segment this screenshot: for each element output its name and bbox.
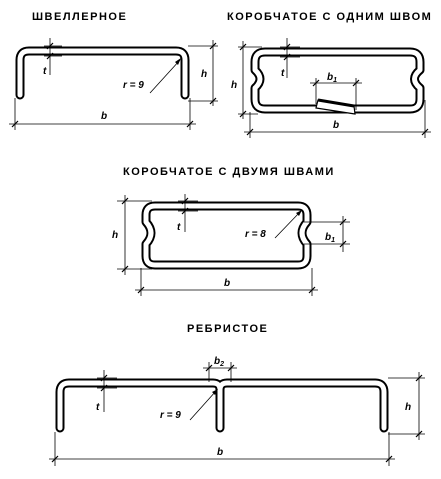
- channel-r-label: r = 9: [123, 80, 144, 91]
- box-two-seams-b1-label: b1: [325, 232, 335, 244]
- box-two-seams-t-label: t: [177, 222, 181, 233]
- ribbed-b-label: b: [217, 447, 223, 458]
- ribbed-thickness-dimension: t: [96, 370, 117, 413]
- box-one-seam-t-label: t: [281, 68, 285, 79]
- channel-title: ШВЕЛЛЕРНОЕ: [32, 11, 127, 23]
- box-one-seam-width-dimension: b: [244, 100, 431, 138]
- channel-diagram: ШВЕЛЛЕРНОЕ t r = 9 h: [9, 11, 218, 130]
- box-two-seams-diagram: КОРОБЧАТОЕ С ДВУМЯ ШВАМИ t r = 8 h: [112, 166, 350, 296]
- box-two-seams-r-label: r = 8: [245, 229, 266, 240]
- box-two-seams-b-label: b: [224, 278, 230, 289]
- box-two-seams-radius-callout: r = 8: [245, 210, 302, 240]
- ribbed-r-label: r = 9: [160, 410, 181, 421]
- ribbed-h-label: h: [405, 402, 411, 413]
- ribbed-b2-dimension: b2: [203, 356, 237, 382]
- box-two-seams-height-dimension: h: [112, 195, 152, 275]
- box-two-seams-title: КОРОБЧАТОЕ С ДВУМЯ ШВАМИ: [123, 166, 335, 178]
- box-two-seams-thickness-dimension: t: [177, 194, 198, 233]
- channel-radius-callout: r = 9: [123, 58, 181, 94]
- channel-b-label: b: [101, 111, 107, 122]
- box-two-seams-h-label: h: [112, 230, 118, 241]
- ribbed-width-dimension: b: [49, 432, 395, 466]
- ribbed-title: РЕБРИСТОЕ: [187, 323, 268, 335]
- ribbed-profile: [55, 378, 389, 433]
- box-one-seam-diagram: КОРОБЧАТОЕ С ОДНИМ ШВОМ t b1: [227, 11, 432, 138]
- channel-height-dimension: h: [188, 40, 218, 106]
- box-one-seam-height-dimension: h: [231, 41, 262, 119]
- channel-profile: [15, 46, 190, 100]
- box-two-seams-width-dimension: b: [135, 268, 318, 296]
- box-one-seam-b-label: b: [333, 120, 339, 131]
- box-one-seam-title: КОРОБЧАТОЕ С ОДНИМ ШВОМ: [227, 11, 432, 23]
- box-one-seam-profile: [250, 47, 425, 115]
- channel-t-label: t: [43, 66, 47, 77]
- ribbed-height-dimension: h: [388, 372, 425, 440]
- box-one-seam-h-label: h: [231, 80, 237, 91]
- box-one-seam-b1-dimension: b1: [310, 72, 362, 110]
- box-one-seam-thickness-dimension: t: [280, 38, 300, 79]
- channel-width-dimension: b: [9, 98, 196, 130]
- channel-thickness-dimension: t: [43, 38, 62, 77]
- channel-h-label: h: [201, 69, 207, 80]
- ribbed-b2-label: b2: [214, 356, 224, 368]
- ribbed-radius-callout: r = 9: [160, 389, 218, 421]
- box-two-seams-profile: [141, 201, 312, 270]
- ribbed-t-label: t: [96, 402, 100, 413]
- ribbed-diagram: РЕБРИСТОЕ t b2 r = 9: [49, 323, 425, 466]
- box-two-seams-b1-dimension: b1: [304, 216, 350, 252]
- box-one-seam-b1-label: b1: [327, 72, 337, 84]
